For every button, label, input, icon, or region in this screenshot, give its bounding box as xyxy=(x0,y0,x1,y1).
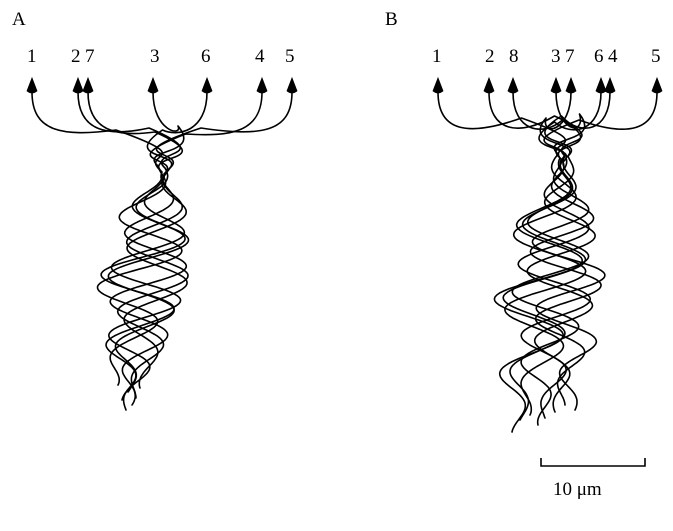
panel-b-arrowhead xyxy=(652,78,662,93)
panel-a-swimming-track xyxy=(124,92,292,388)
panel-a-tracks xyxy=(27,78,297,410)
panel-b-swimming-track xyxy=(505,92,586,415)
panel-a-track-number: 4 xyxy=(255,46,265,67)
panel-b-arrowhead xyxy=(484,78,494,93)
scale-bar: 10 μm xyxy=(541,458,645,500)
panel-b-track-number: 8 xyxy=(509,46,519,67)
panel-b-track-number: 4 xyxy=(608,46,618,67)
panel-b-track-numbers: 1 2 8 3 7 6 4 5 xyxy=(432,46,661,67)
panel-a-arrowhead xyxy=(148,78,158,93)
panel-a-arrowhead xyxy=(73,78,83,93)
panel-a-track-number: 3 xyxy=(150,46,160,67)
scale-bar-line xyxy=(541,458,645,466)
panel-b-track-number: 2 xyxy=(485,46,495,67)
panel-a-swimming-track xyxy=(98,92,184,385)
scale-bar-label: 10 μm xyxy=(553,479,602,500)
panel-b-arrowhead xyxy=(596,78,606,93)
panel-b-track-number: 6 xyxy=(594,46,604,67)
panel-a-track-number: 5 xyxy=(285,46,295,67)
panel-a-track-number: 6 xyxy=(201,46,211,67)
panel-b-arrowhead xyxy=(433,78,443,93)
panel-a-track-number: 7 xyxy=(85,46,95,67)
panel-a-label: A xyxy=(12,9,26,30)
panel-b-arrowhead xyxy=(508,78,518,93)
panel-b-arrowhead xyxy=(551,78,561,93)
panel-a-arrowhead xyxy=(287,78,297,93)
panel-b-swimming-track xyxy=(513,92,605,410)
panel-a: A 1 2 7 3 6 4 5 xyxy=(12,9,297,410)
panel-b-swimming-track xyxy=(489,92,586,420)
panel-a-track-number: 2 xyxy=(71,46,81,67)
panel-a-arrowhead xyxy=(27,78,37,93)
panel-b-track-number: 7 xyxy=(565,46,575,67)
panel-b-arrowhead xyxy=(566,78,576,93)
panel-b-arrowhead xyxy=(605,78,615,93)
panel-b-track-number: 3 xyxy=(551,46,561,67)
panel-b-tracks xyxy=(433,78,662,432)
panel-a-track-number: 1 xyxy=(27,46,37,67)
panel-a-arrowhead xyxy=(83,78,93,93)
panel-a-track-numbers: 1 2 7 3 6 4 5 xyxy=(27,46,295,67)
panel-b: B 1 2 8 3 7 6 4 5 xyxy=(385,9,662,432)
panel-b-track-number: 1 xyxy=(432,46,442,67)
panel-a-arrowhead xyxy=(257,78,267,93)
panel-b-label: B xyxy=(385,9,398,30)
panel-a-swimming-track xyxy=(109,92,262,410)
panel-a-arrowhead xyxy=(202,78,212,93)
panel-b-track-number: 5 xyxy=(651,46,661,67)
